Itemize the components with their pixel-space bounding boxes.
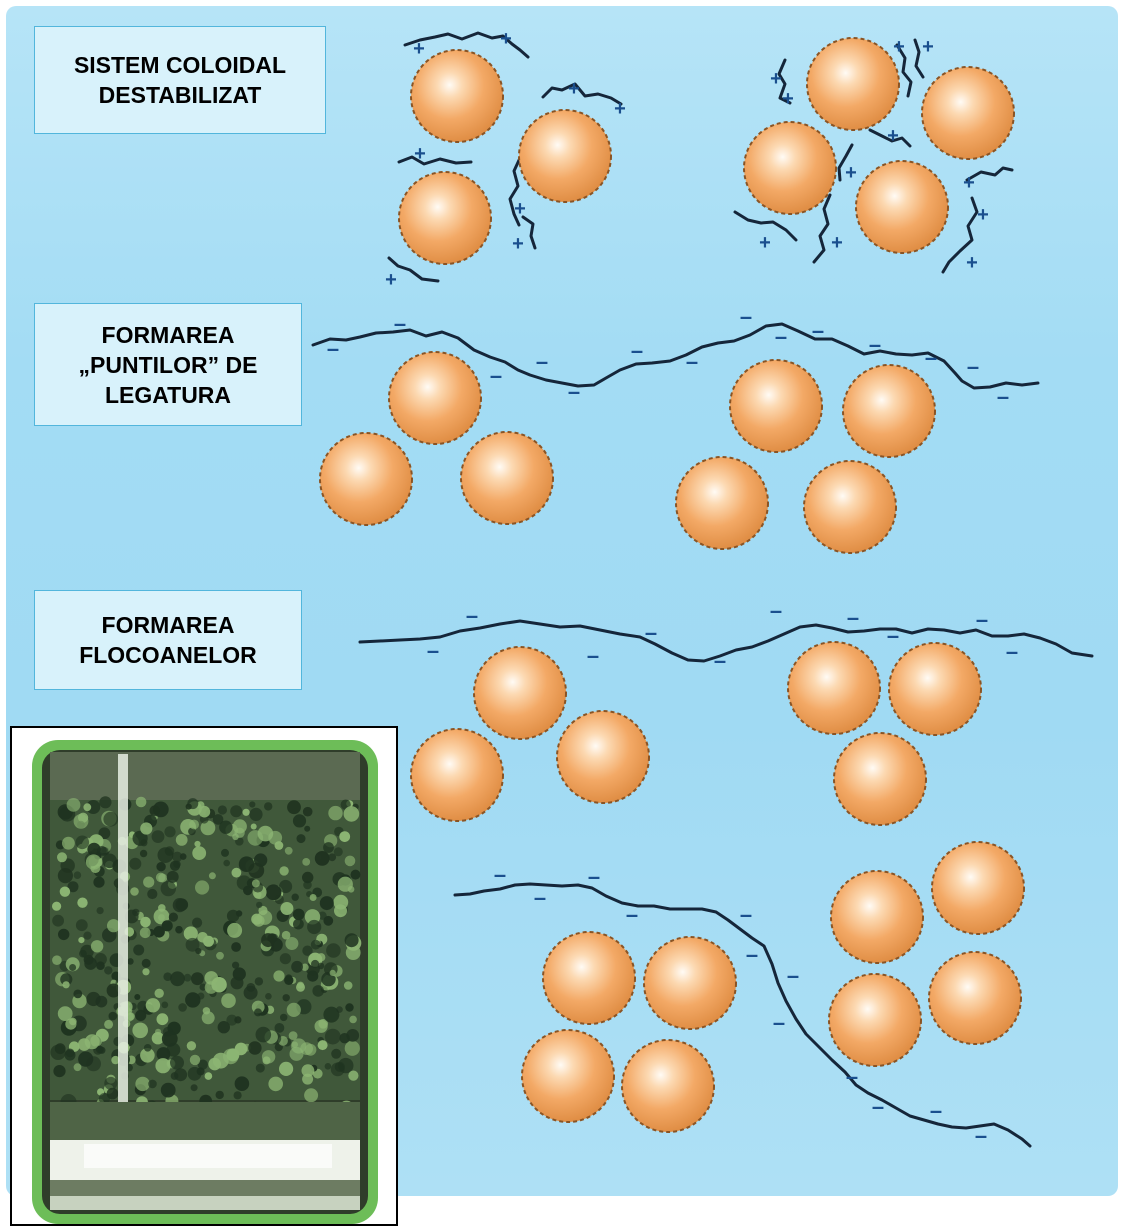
negative-charge-icon: –	[773, 1010, 785, 1035]
positive-charge-icon: +	[963, 172, 975, 194]
colloid-particle	[932, 842, 1024, 934]
negative-charge-icon: –	[887, 623, 899, 648]
colloid-particle	[788, 642, 880, 734]
negative-charge-icon: –	[775, 324, 787, 349]
negative-charge-icon: –	[714, 648, 726, 673]
positive-charge-icon: +	[770, 68, 782, 90]
colloid-particle	[622, 1040, 714, 1132]
negative-charge-icon: –	[536, 349, 548, 374]
negative-charge-icon: –	[427, 638, 439, 663]
positive-charge-icon: +	[413, 38, 425, 60]
colloid-particle	[804, 461, 896, 553]
positive-charge-icon: +	[893, 36, 905, 58]
colloid-particle	[834, 733, 926, 825]
negative-charge-icon: –	[847, 605, 859, 630]
colloid-particle	[399, 172, 491, 264]
colloid-particle	[519, 110, 611, 202]
negative-charge-icon: –	[631, 338, 643, 363]
negative-charge-icon: –	[746, 942, 758, 967]
negative-charge-icon: –	[1006, 639, 1018, 664]
colloid-particle	[389, 352, 481, 444]
positive-charge-icon: +	[385, 269, 397, 291]
positive-charge-icon: +	[845, 162, 857, 184]
negative-charge-icon: –	[872, 1094, 884, 1119]
negative-charge-icon: –	[568, 379, 580, 404]
colloid-particle	[730, 360, 822, 452]
colloid-particle	[856, 161, 948, 253]
positive-charge-icon: +	[414, 143, 426, 165]
polymer-chain	[543, 84, 621, 104]
negative-charge-icon: –	[626, 902, 638, 927]
positive-charge-icon: +	[887, 125, 899, 147]
negative-charge-icon: –	[770, 598, 782, 623]
negative-charge-icon: –	[967, 354, 979, 379]
colloid-particle	[807, 38, 899, 130]
polymer-chain	[523, 217, 535, 248]
positive-charge-icon: +	[614, 98, 626, 120]
colloid-particle	[411, 729, 503, 821]
colloid-particle	[320, 433, 412, 525]
colloid-particle	[889, 643, 981, 735]
negative-charge-icon: –	[588, 864, 600, 889]
positive-charge-icon: +	[977, 204, 989, 226]
negative-charge-icon: –	[740, 902, 752, 927]
colloid-particle	[744, 122, 836, 214]
positive-charge-icon: +	[500, 28, 512, 50]
positive-charge-icon: +	[512, 233, 524, 255]
colloid-particle	[522, 1030, 614, 1122]
positive-charge-icon: +	[831, 232, 843, 254]
negative-charge-icon: –	[394, 311, 406, 336]
negative-charge-icon: –	[645, 620, 657, 645]
colloid-particle	[831, 871, 923, 963]
negative-charge-icon: –	[846, 1064, 858, 1089]
negative-charge-icon: –	[997, 384, 1009, 409]
photo-frame	[10, 726, 398, 1226]
positive-charge-icon: +	[514, 198, 526, 220]
negative-charge-icon: –	[925, 345, 937, 370]
negative-charge-icon: –	[686, 349, 698, 374]
negative-charge-icon: –	[869, 332, 881, 357]
negative-charge-icon: –	[534, 885, 546, 910]
negative-charge-icon: –	[494, 862, 506, 887]
negative-charge-icon: –	[812, 318, 824, 343]
colloid-particle	[411, 50, 503, 142]
negative-charge-icon: –	[587, 643, 599, 668]
colloid-particle	[543, 932, 635, 1024]
negative-charge-icon: –	[975, 1123, 987, 1148]
colloid-particle	[557, 711, 649, 803]
colloid-particle	[676, 457, 768, 549]
negative-charge-icon: –	[327, 336, 339, 361]
positive-charge-icon: +	[759, 232, 771, 254]
colloid-particle	[461, 432, 553, 524]
negative-charge-icon: –	[740, 304, 752, 329]
colloid-particle	[843, 365, 935, 457]
negative-charge-icon: –	[787, 963, 799, 988]
negative-charge-icon: –	[976, 607, 988, 632]
negative-charge-icon: –	[466, 603, 478, 628]
colloid-particle	[829, 974, 921, 1066]
negative-charge-icon: –	[930, 1098, 942, 1123]
positive-charge-icon: +	[966, 252, 978, 274]
positive-charge-icon: +	[568, 78, 580, 100]
colloid-particle	[644, 937, 736, 1029]
flocculation-column-photo	[32, 740, 378, 1224]
positive-charge-icon: +	[782, 88, 794, 110]
negative-charge-icon: –	[490, 363, 502, 388]
colloid-particle	[929, 952, 1021, 1044]
polymer-chain	[399, 157, 471, 164]
positive-charge-icon: +	[922, 36, 934, 58]
colloid-particle	[474, 647, 566, 739]
colloid-particle	[922, 67, 1014, 159]
